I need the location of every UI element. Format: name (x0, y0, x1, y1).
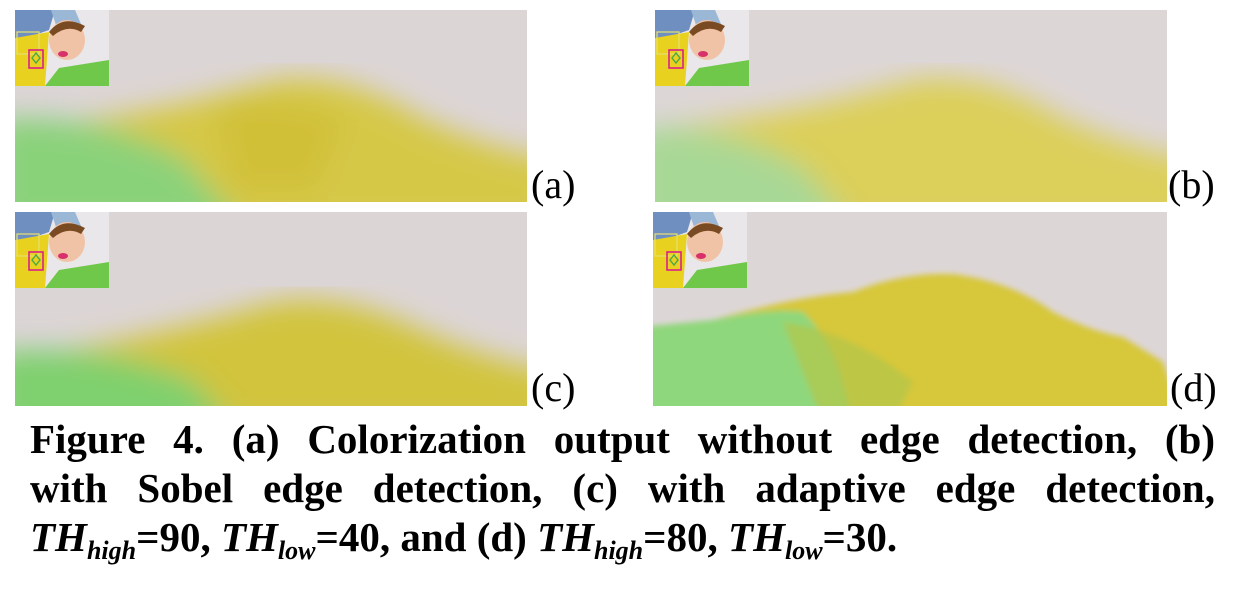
inset-thumbnail (653, 212, 748, 289)
colorization-image-a (15, 10, 527, 202)
colorization-image-d (653, 212, 1167, 406)
caption-line-2: with Sobel edge detection, (c) with adap… (30, 465, 1215, 511)
inset-thumbnail (15, 212, 110, 289)
panel-label-b: (b) (1168, 162, 1215, 207)
caption-line-3: THhigh=90, THlow=40, and (d) THhigh=80, … (30, 514, 898, 565)
th-low-symbol: THlow (728, 514, 823, 565)
inset-thumbnail (15, 10, 110, 87)
figure-caption: Figure 4. (a) Colorization output withou… (30, 415, 1215, 565)
th-high-symbol: THhigh (30, 514, 137, 565)
th-low-symbol: THlow (220, 514, 316, 565)
panel-label-c: (c) (531, 365, 576, 410)
panel-label-a: (a) (531, 162, 576, 207)
panel-label-d: (d) (1170, 365, 1217, 410)
colorization-image-b (655, 10, 1167, 202)
inset-thumbnail (655, 10, 750, 87)
colorization-image-c (15, 212, 527, 406)
th-high-symbol: THhigh (537, 514, 644, 565)
caption-line-1: Figure 4. (a) Colorization output withou… (30, 416, 1215, 462)
